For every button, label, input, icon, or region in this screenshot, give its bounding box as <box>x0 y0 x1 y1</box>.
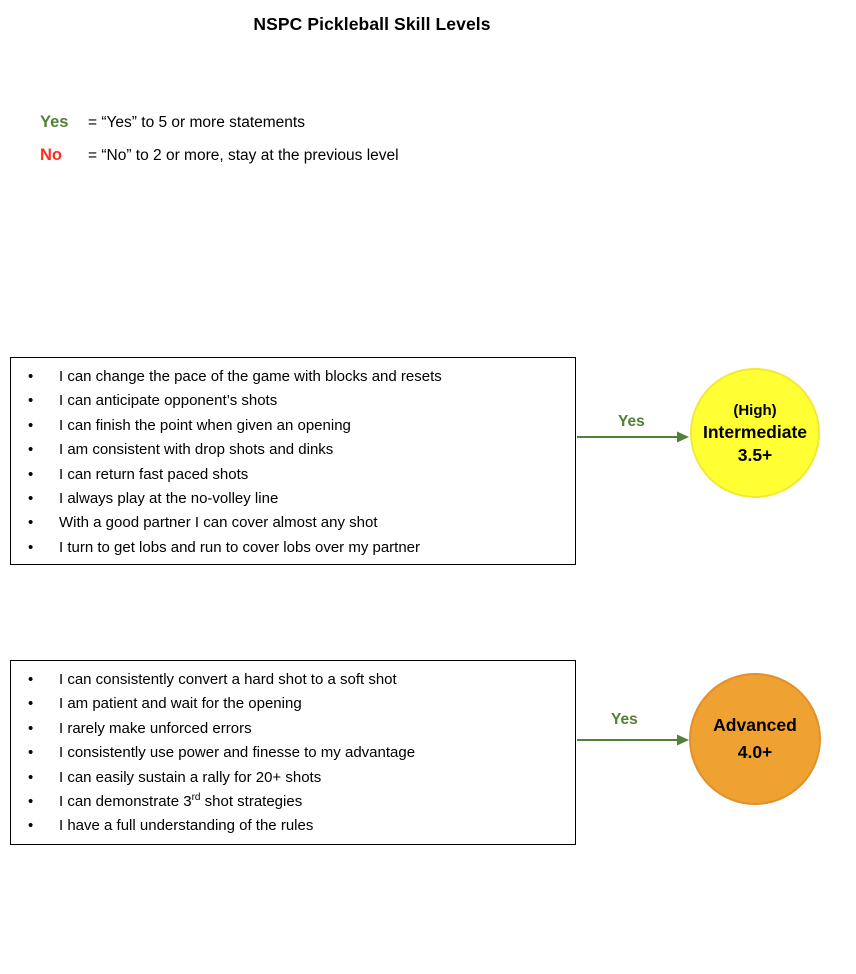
level-node-advanced: Advanced 4.0+ <box>689 673 821 805</box>
yes-arrow-label: Yes <box>618 413 645 430</box>
statement-item: I can consistently convert a hard shot t… <box>11 668 569 693</box>
statement-box-intermediate: I can change the pace of the game with b… <box>10 357 576 565</box>
legend-row-no: No = “No” to 2 or more, stay at the prev… <box>40 146 399 165</box>
statement-part-pre: I can demonstrate 3 <box>59 793 192 811</box>
legend-yes-label: Yes <box>40 113 69 131</box>
legend-no-text: = “No” to 2 or more, stay at the previou… <box>88 147 399 164</box>
legend-yes-text: = “Yes” to 5 or more statements <box>88 114 305 131</box>
statement-part-post: shot strategies <box>200 793 303 811</box>
yes-arrow-icon <box>577 429 689 445</box>
statement-box-advanced: I can consistently convert a hard shot t… <box>10 660 576 845</box>
yes-arrow-icon <box>577 732 689 748</box>
legend: Yes = “Yes” to 5 or more statements No =… <box>40 113 399 179</box>
statement-list: I can change the pace of the game with b… <box>11 365 569 561</box>
statement-list: I can consistently convert a hard shot t… <box>11 668 569 839</box>
statement-item: I am patient and wait for the opening <box>11 692 569 717</box>
page-title: NSPC Pickleball Skill Levels <box>253 14 491 34</box>
statement-item: I can finish the point when given an ope… <box>11 414 569 439</box>
yes-arrow-label: Yes <box>611 711 638 728</box>
level-node-intermediate: (High) Intermediate 3.5+ <box>690 368 820 498</box>
node-line-name: Advanced <box>713 715 797 735</box>
statement-item: I am consistent with drop shots and dink… <box>11 438 569 463</box>
statement-part-sup: rd <box>191 792 201 804</box>
statement-item: I can return fast paced shots <box>11 463 569 488</box>
statement-item: I always play at the no-volley line <box>11 487 569 512</box>
legend-row-yes: Yes = “Yes” to 5 or more statements <box>40 113 399 132</box>
statement-item: I can change the pace of the game with b… <box>11 365 569 390</box>
statement-item: I can demonstrate 3rd shot strategies <box>11 790 569 815</box>
node-line-high: (High) <box>733 401 777 419</box>
legend-no-label: No <box>40 146 62 164</box>
statement-item: I can anticipate opponent’s shots <box>11 389 569 414</box>
node-line-name: Intermediate <box>702 421 808 442</box>
statement-item: I rarely make unforced errors <box>11 717 569 742</box>
node-line-rating: 3.5+ <box>737 444 773 465</box>
statement-item: I have a full understanding of the rules <box>11 814 569 839</box>
node-line-rating: 4.0+ <box>737 742 773 762</box>
statement-item: I can easily sustain a rally for 20+ sho… <box>11 766 569 791</box>
statement-item: With a good partner I can cover almost a… <box>11 511 569 536</box>
statement-item: I turn to get lobs and run to cover lobs… <box>11 536 569 561</box>
statement-item: I consistently use power and finesse to … <box>11 741 569 766</box>
